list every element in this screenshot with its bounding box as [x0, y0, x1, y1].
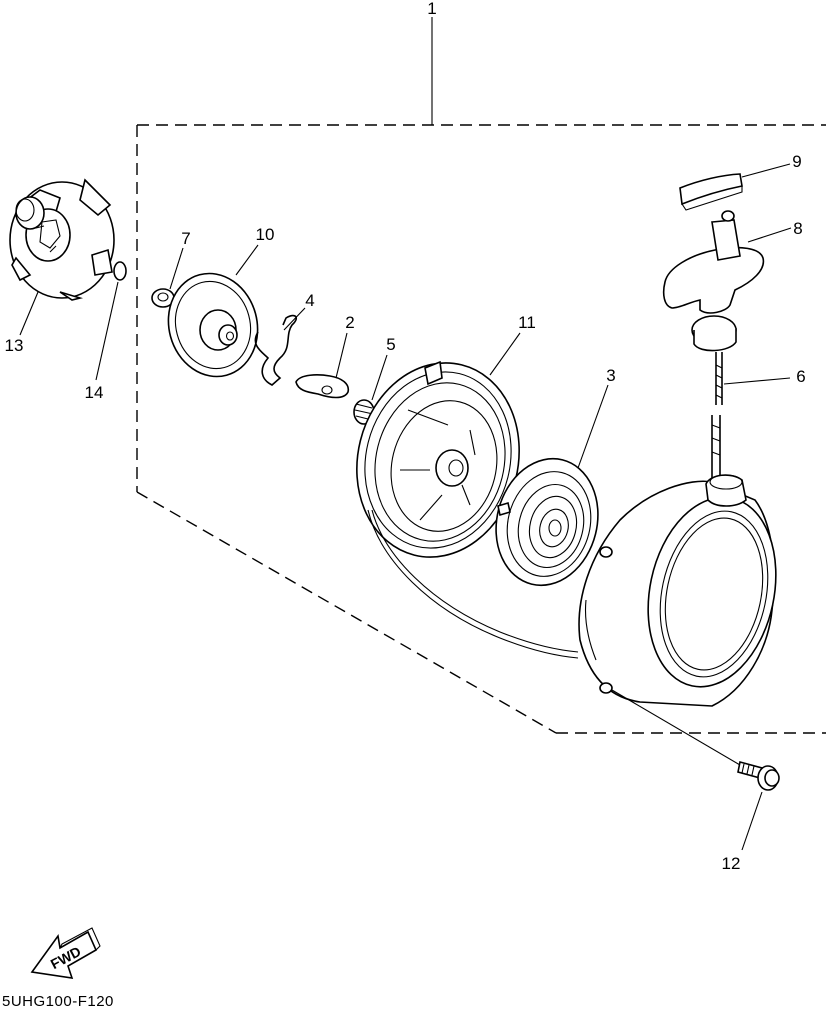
callout-13: 13 [5, 336, 24, 355]
leader-5 [371, 354, 388, 401]
leader-8 [747, 227, 792, 243]
callout-14: 14 [85, 383, 104, 402]
part-9-handle-cap [679, 173, 743, 211]
callout-3: 3 [606, 366, 615, 385]
part-14-o-ring [113, 261, 127, 281]
callout-12: 12 [722, 854, 741, 873]
leader-10 [235, 244, 259, 276]
callout-2: 2 [345, 313, 354, 332]
leader-9 [741, 163, 791, 178]
leader-7 [169, 247, 184, 290]
callout-1: 1 [427, 0, 436, 18]
fwd-arrow: FWD [30, 927, 101, 979]
callout-5: 5 [386, 335, 395, 354]
leader-3 [577, 384, 609, 469]
part-12-bolt [737, 761, 780, 791]
leader-12 [741, 791, 763, 851]
callout-10: 10 [256, 225, 275, 244]
part-13-starter-pulley [9, 178, 115, 301]
callout-9: 9 [792, 152, 801, 171]
callout-4: 4 [305, 291, 314, 310]
leader-6 [723, 377, 791, 385]
part-starter-case [578, 474, 777, 707]
leader-4 [283, 307, 306, 331]
callout-6: 6 [796, 367, 805, 386]
part-10-drive-plate [167, 272, 259, 378]
leader-11 [489, 332, 521, 376]
part-4-clip-spring [254, 314, 298, 386]
leader-13 [19, 291, 39, 336]
assembly-boundary [136, 124, 826, 734]
part-11-rope-reel [356, 360, 520, 558]
leader-case-bolt [611, 689, 741, 766]
drawing-code: 5UHG100-F120 [2, 993, 114, 1009]
part-3-spiral-spring [495, 457, 599, 587]
leader-14 [95, 281, 119, 381]
callout-7: 7 [181, 229, 190, 248]
callout-8: 8 [793, 219, 802, 238]
part-8-starter-handle [662, 210, 765, 352]
rope-path [367, 509, 579, 659]
part-2-ratchet-pawl [295, 374, 350, 399]
callout-11: 11 [518, 313, 536, 332]
part-6-starter-rope [711, 352, 723, 482]
leader-2 [335, 332, 348, 379]
